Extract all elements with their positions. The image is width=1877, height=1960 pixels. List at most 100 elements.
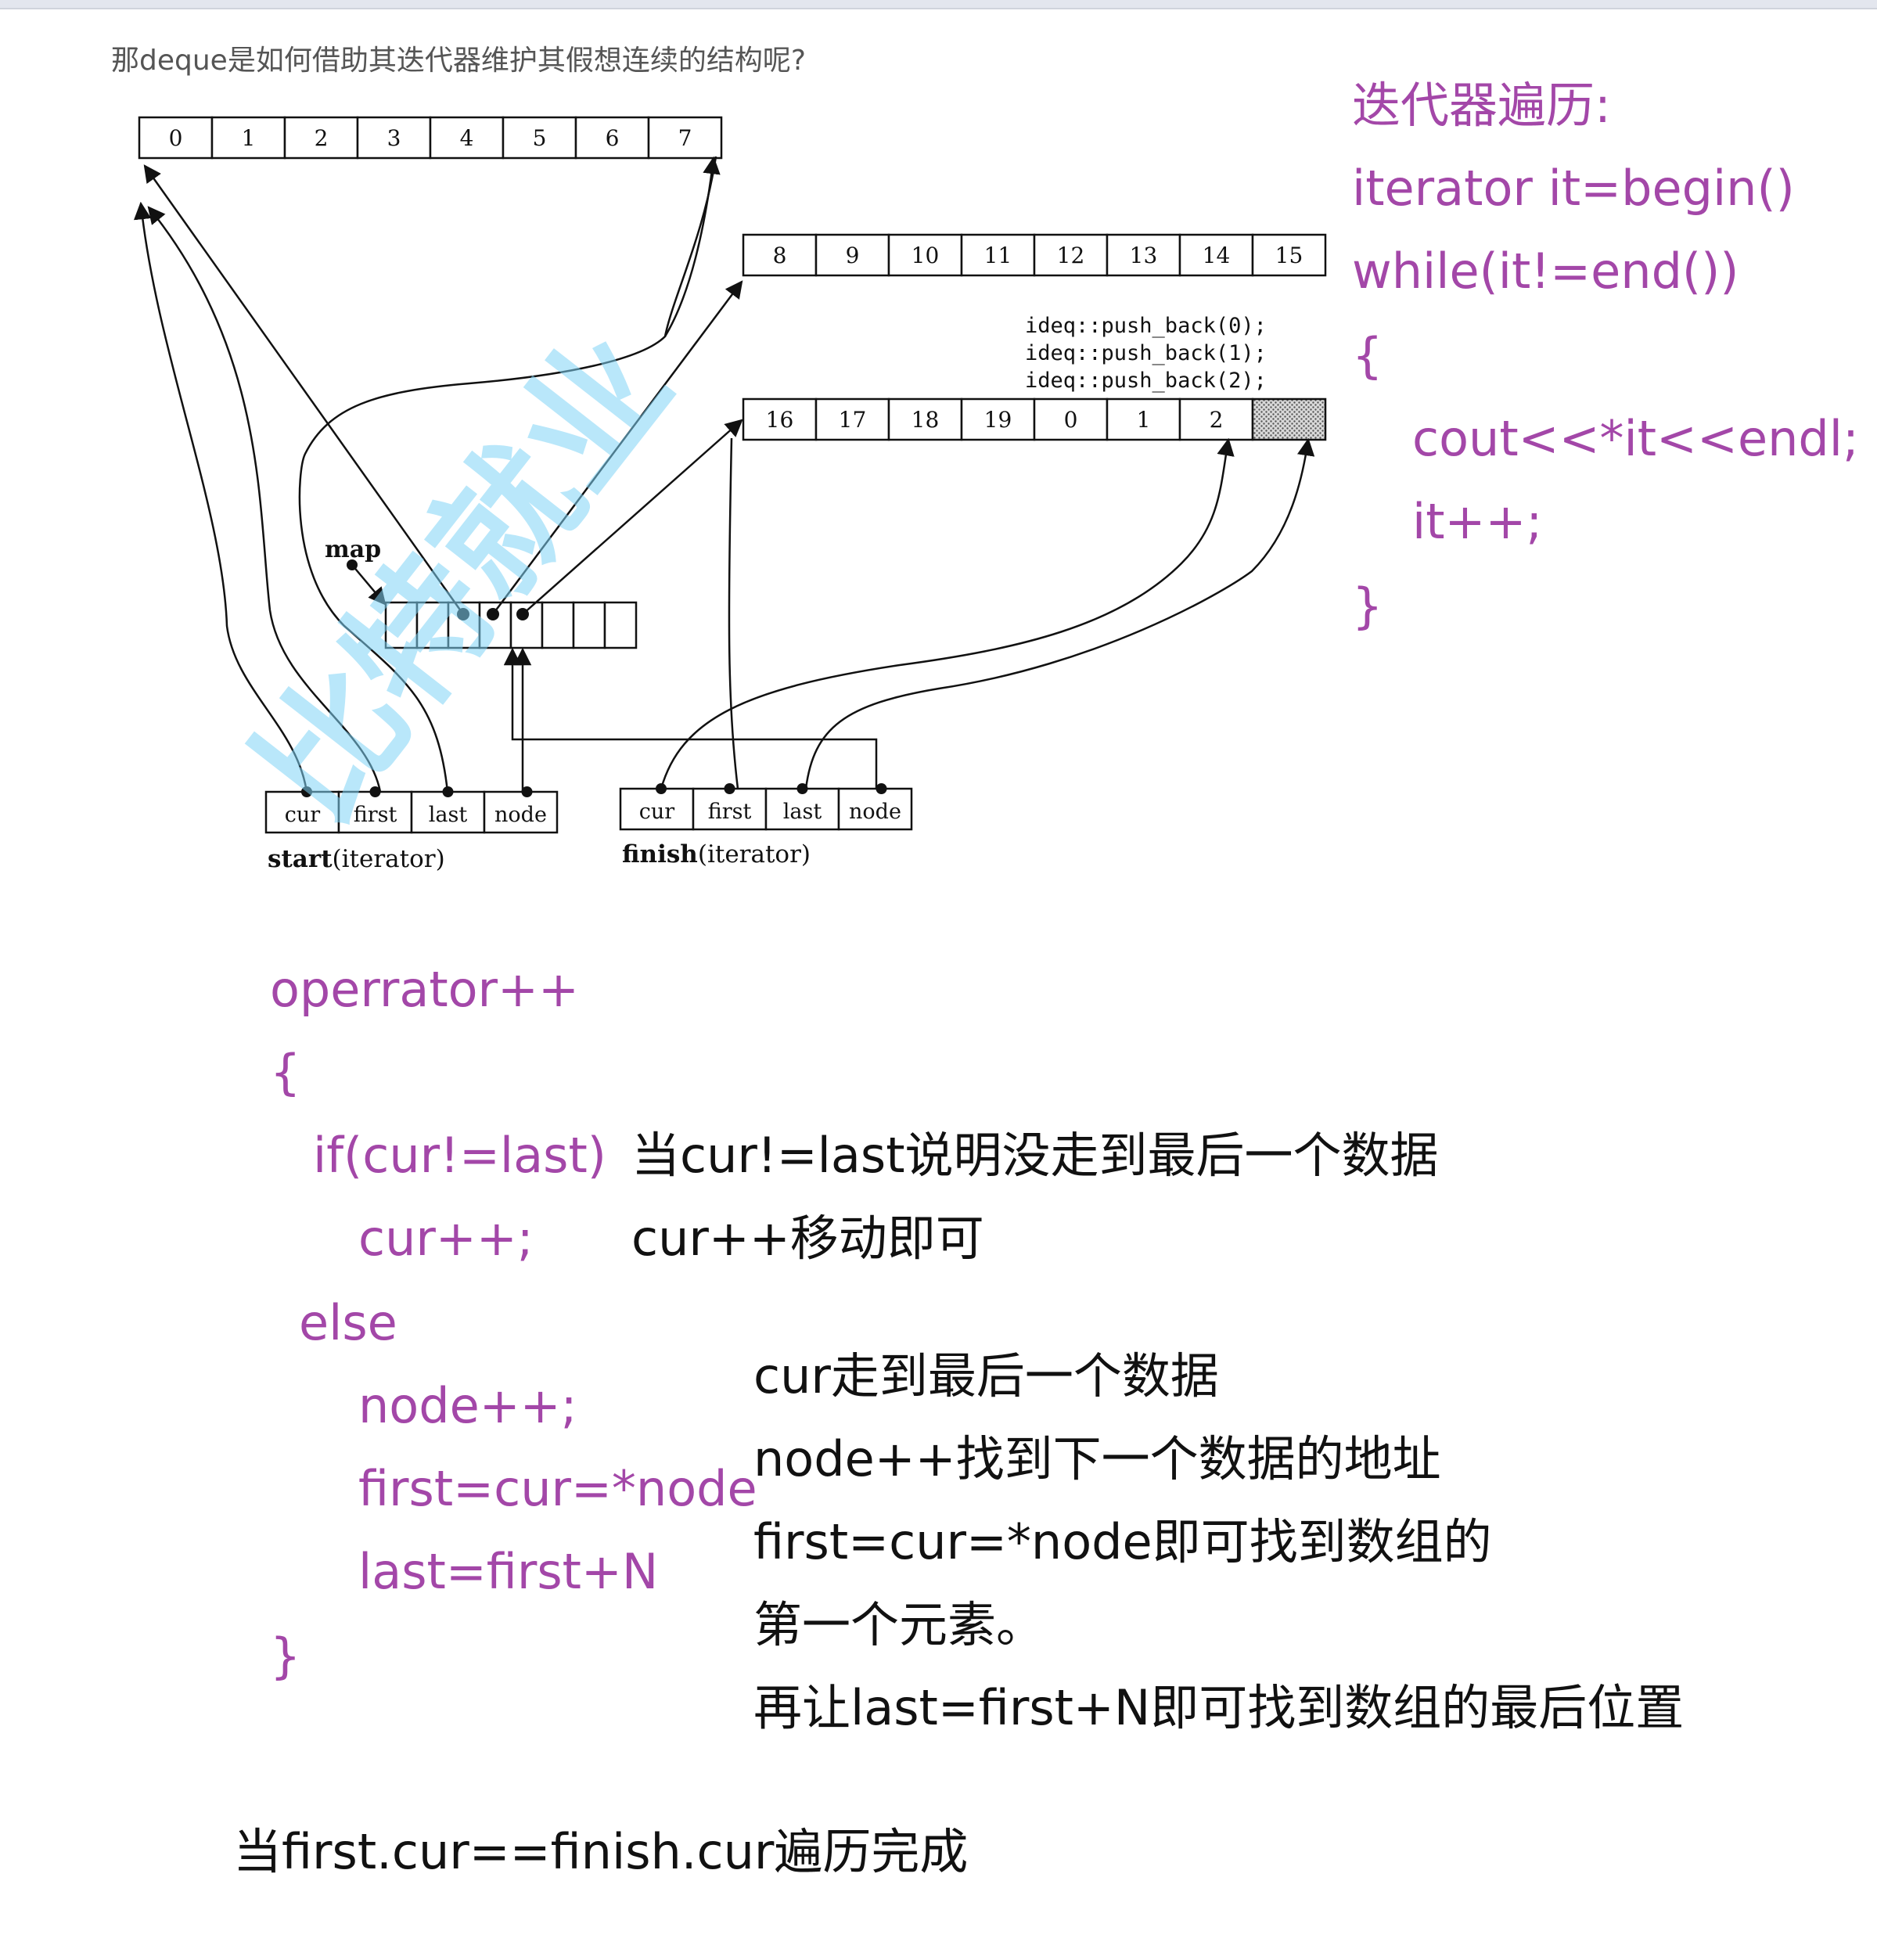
- finish-caption-bold: finish: [622, 840, 698, 869]
- buffer1-cell-5: [502, 116, 577, 160]
- buffer1-cell-1: [210, 116, 286, 160]
- finish-field-dot-1: [724, 783, 735, 794]
- op-signature: operrator++: [270, 961, 579, 1018]
- buffer2-cell-label-0: 8: [773, 243, 787, 268]
- finish-field-box-2: [764, 787, 840, 831]
- op-close-brace: }: [270, 1627, 301, 1685]
- iter-body-2: it++;: [1412, 493, 1543, 550]
- buffer1-cell-6: [574, 116, 650, 160]
- start-caption-bold: start: [268, 845, 333, 873]
- buffer-8-15: 8 9 10 11 12 13 14 15: [742, 233, 1327, 277]
- op-if-body: cur++;: [358, 1210, 534, 1267]
- map-slot-5: [541, 601, 575, 649]
- map-array: [384, 601, 638, 649]
- start-caption-rest: (iterator): [333, 845, 445, 873]
- buffer2-cell-6: [1178, 233, 1254, 277]
- buffer2-cell-label-6: 14: [1203, 243, 1231, 268]
- note-else-2: node++找到下一个数据的地址: [753, 1430, 1441, 1487]
- buffer1-cell-label-5: 5: [533, 125, 547, 151]
- buffer2-cell-3: [960, 233, 1036, 277]
- buffer2-cell-7: [1251, 233, 1327, 277]
- finish-field-box-3: [837, 787, 913, 831]
- start-last-arrowhead: [663, 156, 721, 337]
- iter-open-brace: {: [1352, 327, 1383, 384]
- iter-line-2: while(it!=end()): [1352, 243, 1739, 300]
- buffer3-cell-label-4: 0: [1064, 407, 1078, 433]
- op-else-1: node++;: [358, 1377, 577, 1434]
- map-slot-7: [603, 601, 638, 649]
- start-field-box-1: [337, 790, 413, 834]
- buffer3-cell-label-3: 19: [984, 407, 1012, 433]
- buffer1-cell-label-3: 3: [387, 125, 401, 151]
- buffer1-cell-label-1: 1: [242, 125, 256, 151]
- buffer3-cell-label-2: 18: [912, 407, 940, 433]
- finish-field-dot-2: [796, 783, 808, 794]
- start-field-label-1: first: [354, 803, 397, 827]
- finish-field-label-0: cur: [639, 800, 675, 824]
- start-field-box-2: [410, 790, 486, 834]
- note-else-5: 再让last=first+N即可找到数组的最后位置: [753, 1679, 1685, 1736]
- iter-close-brace: }: [1352, 577, 1383, 635]
- map-slot-6: [572, 601, 606, 649]
- buffer3-cell-label-5: 1: [1137, 407, 1151, 433]
- note-else-1: cur走到最后一个数据: [753, 1347, 1219, 1404]
- buffer3-cell-label-6: 2: [1210, 407, 1224, 433]
- buffer1-cell-label-7: 7: [678, 125, 692, 151]
- finish-field-label-1: first: [708, 800, 752, 824]
- op-else-line: else: [299, 1294, 397, 1351]
- buffer2-cell-label-2: 10: [912, 243, 940, 268]
- page-heading: 那deque是如何借助其迭代器维护其假想连续的结构呢?: [111, 45, 806, 77]
- buffer2-cell-label-4: 12: [1057, 243, 1085, 268]
- pointer-lines: [133, 156, 1315, 793]
- note-cur: cur++移动即可: [631, 1210, 984, 1267]
- buffer1-cell-7: [647, 116, 723, 160]
- finish-caption: finish(iterator): [622, 840, 811, 869]
- note-else-3: first=cur=*node即可找到数组的: [753, 1513, 1492, 1570]
- finish-field-dot-3: [876, 783, 887, 794]
- buffer2-cell-label-1: 9: [846, 243, 860, 268]
- buffer3-cell-6: [1178, 397, 1254, 441]
- buffer2-cell-2: [887, 233, 963, 277]
- buffer2-cell-label-7: 15: [1275, 243, 1303, 268]
- buffer3-cell-2: [887, 397, 963, 441]
- start-field-label-3: node: [494, 803, 547, 827]
- start-field-label-0: cur: [285, 803, 321, 827]
- note-else-4: 第一个元素。: [753, 1596, 1045, 1653]
- watermark: 比特就业: [226, 305, 702, 850]
- start-field-dot-2: [442, 786, 454, 797]
- buffer-16-2: 16 17 18 19 0 1 2: [742, 397, 1327, 441]
- buffer2-cell-label-5: 13: [1130, 243, 1158, 268]
- op-open-brace: {: [270, 1044, 301, 1101]
- start-field-dot-3: [521, 786, 533, 797]
- finish-field-label-3: node: [849, 800, 901, 824]
- iter-title: 迭代器遍历:: [1352, 77, 1611, 134]
- buffer3-cell-1: [814, 397, 890, 441]
- iter-line-1: iterator it=begin(): [1352, 160, 1795, 217]
- buffer3-cell-label-1: 17: [839, 407, 867, 433]
- start-field-label-2: last: [429, 803, 468, 827]
- buffer2-cell-1: [814, 233, 890, 277]
- buffer1-cell-2: [283, 116, 359, 160]
- op-else-3: last=first+N: [358, 1543, 659, 1600]
- finish-field-label-2: last: [783, 800, 822, 824]
- buffer3-cell-label-0: 16: [766, 407, 794, 433]
- finish-iterator: cur first last node: [619, 783, 913, 831]
- finish-caption-rest: (iterator): [698, 840, 811, 869]
- note-if: 当cur!=last说明没走到最后一个数据: [631, 1127, 1439, 1184]
- map-pointer-arrow: [351, 564, 387, 606]
- top-border: [0, 0, 1877, 9]
- buffer3-cell-7: [1251, 397, 1327, 441]
- start-field-box-3: [483, 790, 559, 834]
- op-else-2: first=cur=*node: [358, 1460, 757, 1517]
- op-if-line: if(cur!=last): [313, 1127, 606, 1184]
- push-back-line-2: ideq::push_back(1);: [1025, 341, 1267, 365]
- buffer1-cell-3: [356, 116, 432, 160]
- buffer1-cell-label-6: 6: [606, 125, 620, 151]
- buffer2-cell-label-3: 11: [984, 243, 1012, 268]
- map-label: map: [325, 536, 381, 563]
- buffer1-cell-label-0: 0: [169, 125, 183, 151]
- push-back-line-1: ideq::push_back(0);: [1025, 314, 1267, 338]
- buffer2-cell-4: [1033, 233, 1109, 277]
